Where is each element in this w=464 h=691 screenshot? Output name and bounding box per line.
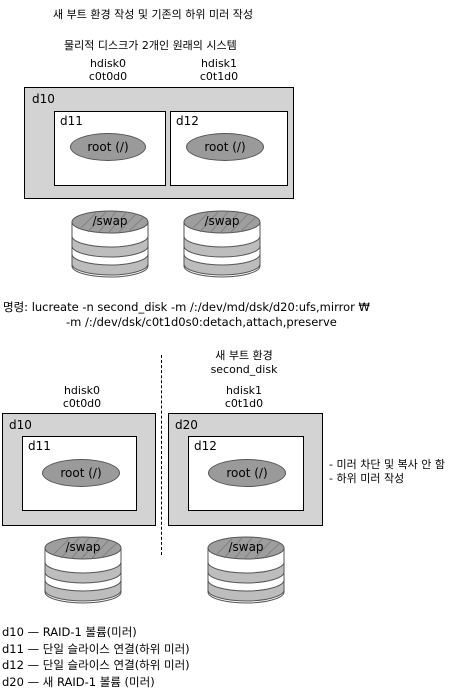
swap-label-bottom-left: /swap bbox=[65, 540, 101, 554]
root-slice-top-left: root (/) bbox=[70, 133, 146, 161]
submirror-label-d11-top: d11 bbox=[60, 114, 83, 128]
disk-device-c0t1d0-top: c0t1d0 bbox=[199, 70, 239, 83]
root-slice-bottom-left: root (/) bbox=[42, 459, 120, 487]
volume-d10-top: d10 d11 root (/) d12 root (/) bbox=[24, 87, 294, 199]
submirror-d12-top: d12 root (/) bbox=[170, 111, 288, 186]
disk-name-hdisk1-bottom: hdisk1 bbox=[225, 384, 263, 397]
disk-device-c0t0d0-bottom: c0t0d0 bbox=[62, 397, 102, 410]
boot-env-divider bbox=[161, 355, 162, 555]
new-boot-env-name: second_disk bbox=[210, 363, 278, 376]
new-boot-env-title: 새 부트 환경 bbox=[215, 349, 273, 362]
legend-d20: d20 — 새 RAID-1 볼륨 (미러) bbox=[2, 675, 155, 689]
disk-device-c0t1d0-bottom: c0t1d0 bbox=[224, 397, 264, 410]
volume-label-d10-top: d10 bbox=[32, 92, 55, 106]
note-create-submirror: - 하위 미러 작성 bbox=[329, 472, 405, 485]
diagram-title: 새 부트 환경 작성 및 기존의 하위 미러 작성 bbox=[53, 8, 254, 21]
volume-label-d20-bottom: d20 bbox=[175, 418, 198, 432]
volume-d10-bottom: d10 d11 root (/) bbox=[2, 413, 156, 526]
submirror-d12-bottom: d12 root (/) bbox=[188, 436, 304, 511]
root-label: root (/) bbox=[60, 466, 102, 480]
disk-stack bbox=[71, 210, 149, 278]
disk-stack bbox=[207, 536, 285, 604]
swap-disk-icon bbox=[183, 210, 261, 278]
command-line-2: -m /:/dev/dsk/c0t1d0s0:detach,attach,pre… bbox=[66, 315, 337, 329]
swap-label-top-left: /swap bbox=[92, 214, 128, 228]
command-line-1: 명령: lucreate -n second_disk -m /:/dev/md… bbox=[3, 300, 370, 314]
swap-disk-icon bbox=[71, 210, 149, 278]
volume-d20-bottom: d20 d12 root (/) bbox=[168, 413, 323, 526]
submirror-d11-bottom: d11 root (/) bbox=[22, 436, 137, 511]
swap-disk-icon bbox=[44, 536, 122, 604]
legend-d10: d10 — RAID-1 볼륨(미러) bbox=[2, 625, 137, 639]
submirror-label-d12-bottom: d12 bbox=[194, 439, 217, 453]
submirror-label-d11-bottom: d11 bbox=[28, 439, 51, 453]
disk-stack bbox=[44, 536, 122, 604]
submirror-d11-top: d11 root (/) bbox=[54, 111, 166, 186]
disk-name-hdisk0-bottom: hdisk0 bbox=[63, 384, 101, 397]
root-slice-bottom-right: root (/) bbox=[208, 459, 286, 487]
note-detach: - 미러 차단 및 복사 안 함 bbox=[329, 458, 446, 471]
legend-d11: d11 — 단일 슬라이스 연결(하위 미러) bbox=[2, 642, 190, 656]
swap-disk-icon bbox=[207, 536, 285, 604]
disk-name-hdisk1-top: hdisk1 bbox=[200, 57, 238, 70]
disk-stack bbox=[183, 210, 261, 278]
submirror-label-d12-top: d12 bbox=[176, 114, 199, 128]
root-label: root (/) bbox=[87, 140, 129, 154]
legend-d12: d12 — 단일 슬라이스 연결(하위 미러) bbox=[2, 658, 190, 672]
root-label: root (/) bbox=[226, 466, 268, 480]
root-label: root (/) bbox=[204, 140, 246, 154]
swap-label-bottom-right: /swap bbox=[228, 540, 264, 554]
swap-label-top-right: /swap bbox=[204, 214, 240, 228]
volume-label-d10-bottom: d10 bbox=[9, 418, 32, 432]
diagram-subtitle: 물리적 디스크가 2개인 원래의 시스템 bbox=[64, 39, 237, 52]
disk-name-hdisk0-top: hdisk0 bbox=[89, 57, 127, 70]
root-slice-top-right: root (/) bbox=[186, 133, 264, 161]
disk-device-c0t0d0-top: c0t0d0 bbox=[88, 70, 128, 83]
